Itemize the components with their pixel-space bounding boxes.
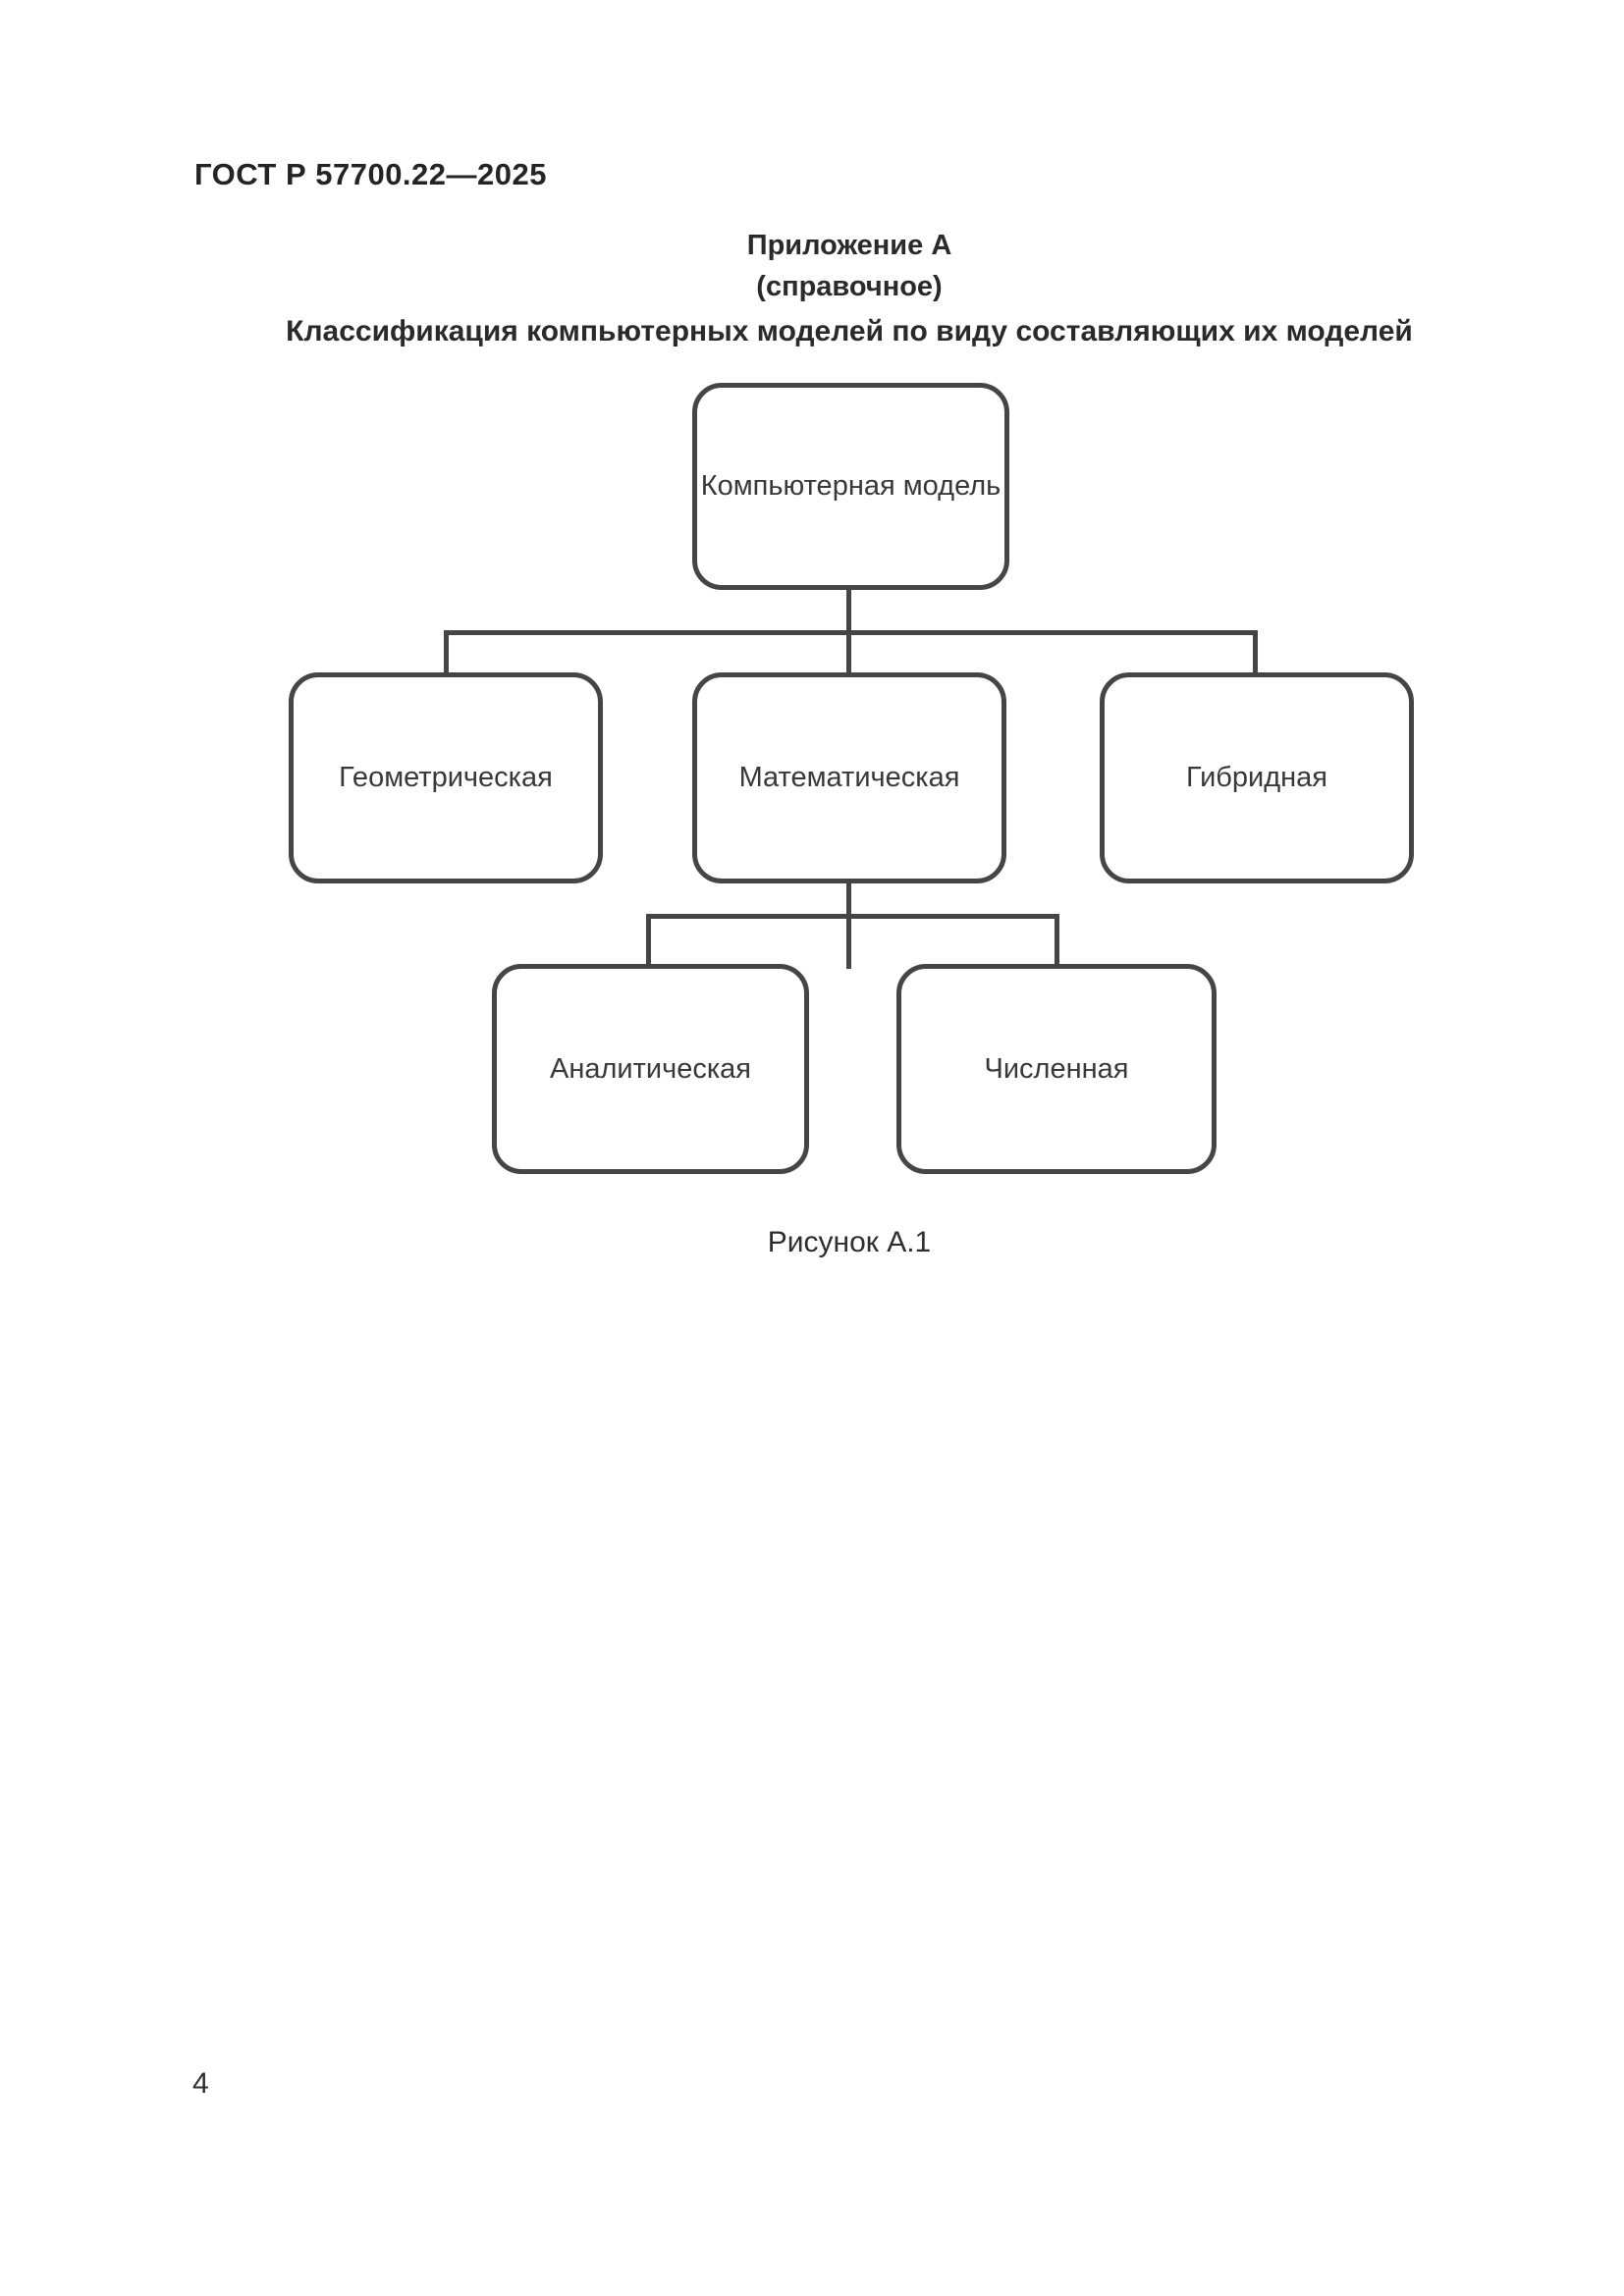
appendix-heading: Приложение А xyxy=(746,230,952,261)
diagram-node-hybrid-label: Гибридная xyxy=(1186,762,1327,793)
diagram-node-root: Компьютерная модель xyxy=(692,383,1009,590)
diagram-node-numerical: Численная xyxy=(896,964,1217,1174)
diagram-node-hybrid: Гибридная xyxy=(1100,672,1414,883)
diagram-node-numerical-label: Численная xyxy=(984,1052,1129,1085)
figure-caption: Рисунок А.1 xyxy=(767,1226,932,1258)
diagram-node-mathematical-label: Математическая xyxy=(738,762,960,793)
connector-to-analytical xyxy=(646,914,651,969)
standard-number-header: ГОСТ Р 57700.22—2025 xyxy=(194,157,547,191)
page-number: 4 xyxy=(192,2067,209,2100)
diagram-node-mathematical: Математическая xyxy=(692,672,1006,883)
diagram-node-analytical: Аналитическая xyxy=(492,964,809,1174)
connector-math-to-level2 xyxy=(846,881,851,969)
figure-title: Классификация компьютерных моделей по ви… xyxy=(286,315,1413,347)
diagram-node-geometric-label: Геометрическая xyxy=(339,762,553,793)
diagram-node-geometric: Геометрическая xyxy=(289,672,603,883)
connector-level2-bar xyxy=(646,914,1059,919)
connector-level1-bar xyxy=(444,630,1258,635)
diagram-node-analytical-label: Аналитическая xyxy=(550,1052,751,1085)
connector-to-geometric xyxy=(444,630,449,677)
diagram-node-root-label: Компьютерная модель xyxy=(700,470,1001,502)
connector-to-numerical xyxy=(1055,914,1059,969)
appendix-note: (справочное) xyxy=(756,271,943,302)
connector-to-hybrid xyxy=(1253,630,1258,677)
